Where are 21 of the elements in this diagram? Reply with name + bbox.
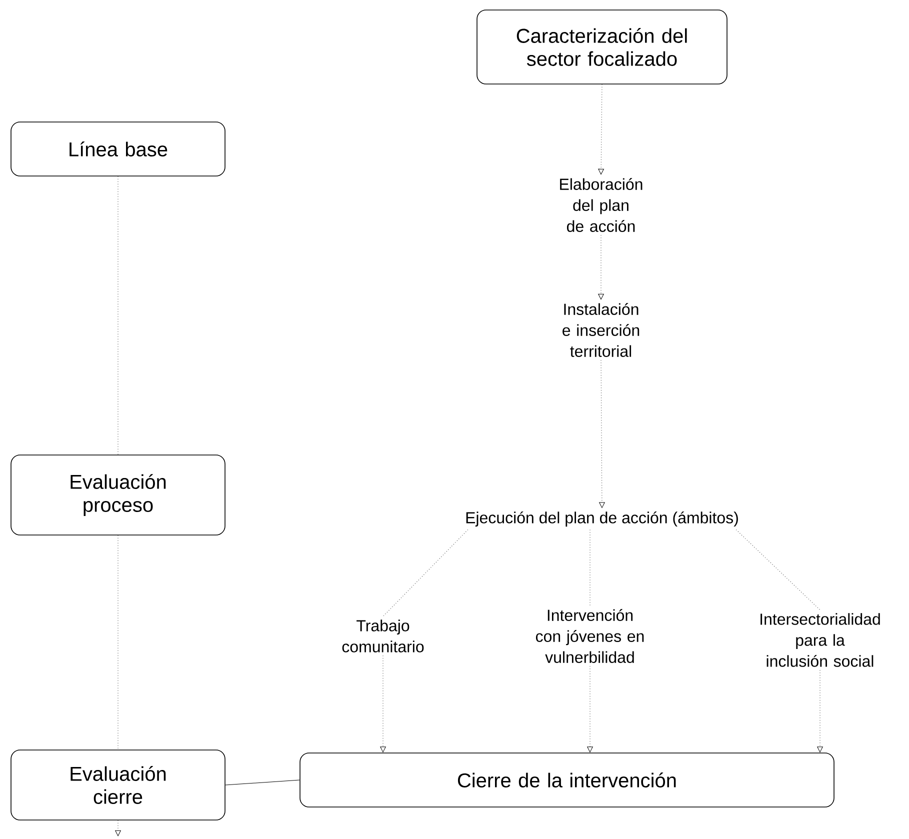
- process-box: Evaluación cierre: [10, 750, 226, 820]
- arrow: [599, 360, 605, 508]
- connector-line: [225, 780, 300, 786]
- process-box: Cierre de la intervención: [300, 752, 834, 808]
- process-box: Caracterización del sector focalizado: [476, 10, 728, 84]
- arrow: [380, 655, 386, 752]
- connector-line: [382, 530, 468, 617]
- step-label: Elaboración del plan de acción: [560, 178, 642, 232]
- arrow: [598, 84, 604, 175]
- arrow: [598, 234, 604, 300]
- process-box: Evaluación proceso: [10, 454, 226, 536]
- step-label: Intersectorialidad para la inclusión social: [760, 613, 880, 667]
- step-label: Instalación e inserción territorial: [562, 303, 640, 357]
- connector-line: [736, 530, 820, 610]
- step-label: Intervención con jóvenes en vulnerbilidad: [536, 609, 644, 663]
- process-box: Línea base: [10, 122, 226, 176]
- step-label: Ejecución del plan de acción (ámbitos): [466, 511, 738, 527]
- arrow: [817, 670, 823, 752]
- arrow: [115, 820, 121, 836]
- arrow: [587, 666, 593, 752]
- step-label: Trabajo comunitario: [342, 620, 424, 652]
